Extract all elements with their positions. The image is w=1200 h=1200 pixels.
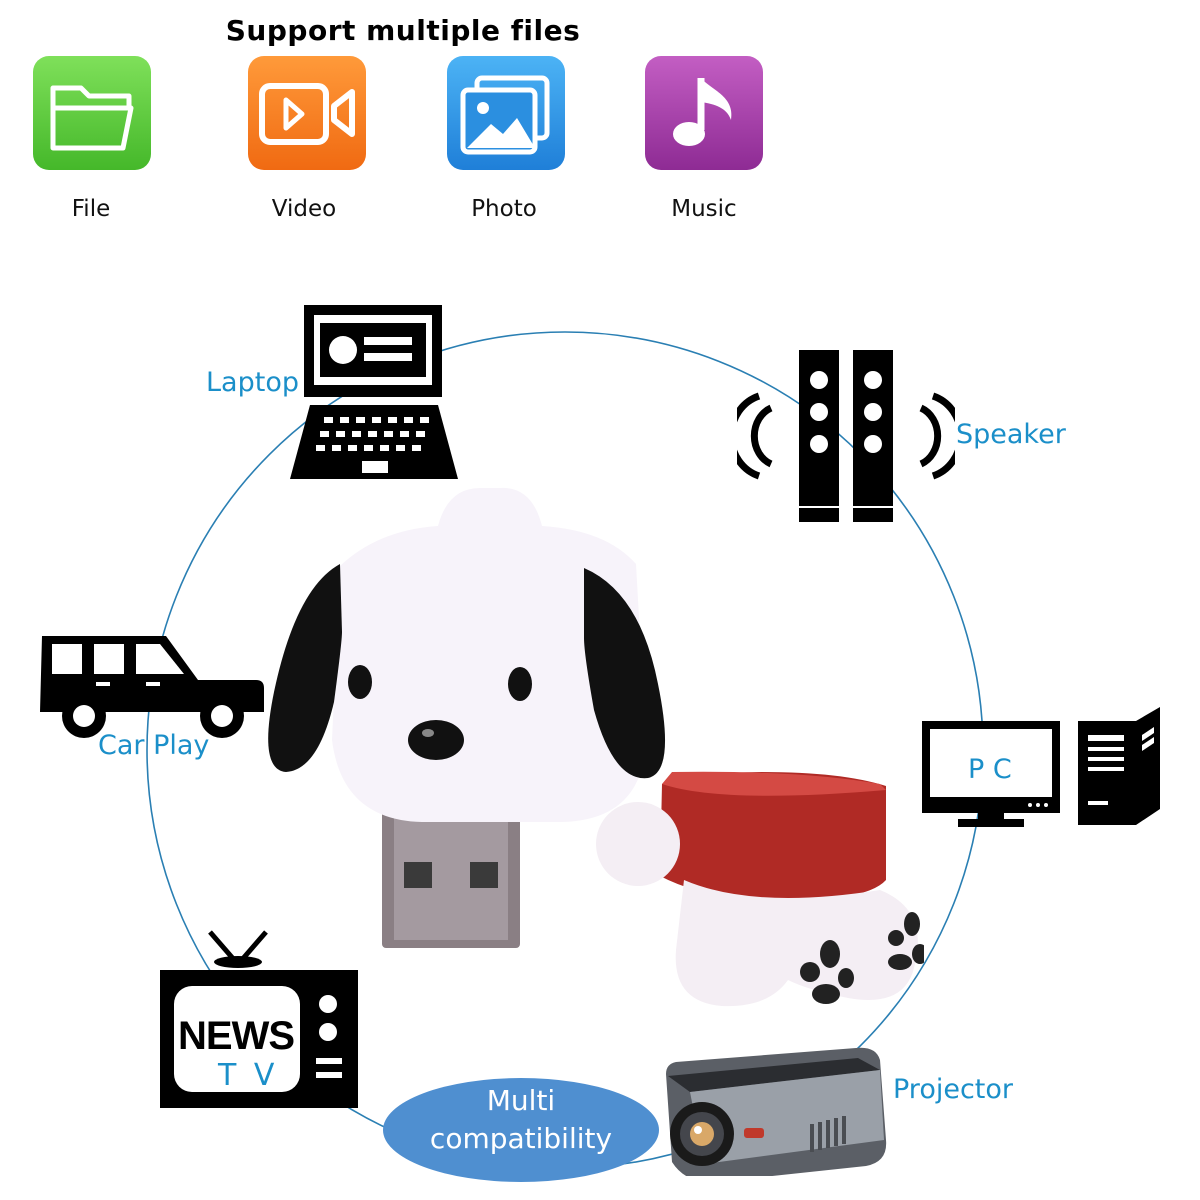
- projector-label: Projector: [893, 1074, 1013, 1105]
- car-icon: [40, 636, 264, 738]
- file-label: File: [71, 196, 111, 222]
- dog-usb-drive-image: [268, 487, 924, 1007]
- tv-tv-label: T V: [218, 1058, 279, 1093]
- page-title: Support multiple files: [225, 14, 581, 47]
- badge-line-1: Multi: [486, 1084, 556, 1117]
- music-tile: [645, 56, 763, 170]
- speaker-label: Speaker: [956, 419, 1066, 450]
- music-label: Music: [671, 196, 737, 222]
- pc-label: P C: [968, 754, 1012, 785]
- speaker-icon: [737, 350, 955, 522]
- compatibility-badge-shape: [383, 1078, 659, 1182]
- pc-icon: [922, 707, 1160, 827]
- photo-tile: [447, 56, 565, 170]
- video-tile: [248, 56, 366, 170]
- tv-news-label: NEWS: [178, 1014, 295, 1058]
- video-label: Video: [271, 196, 337, 222]
- folder-icon: [50, 85, 134, 151]
- projector-icon: [666, 1047, 887, 1176]
- car-play-label: Car Play: [98, 730, 210, 761]
- video-camera-icon: [259, 83, 355, 145]
- tv-icon: [160, 930, 358, 1108]
- photo-label: Photo: [471, 196, 537, 222]
- file-tile: [33, 56, 151, 170]
- laptop-icon: [290, 305, 458, 479]
- music-note-icon: [673, 78, 732, 146]
- photo-icon: [460, 75, 550, 155]
- badge-line-2: compatibility: [429, 1122, 613, 1155]
- laptop-label: Laptop: [206, 367, 299, 398]
